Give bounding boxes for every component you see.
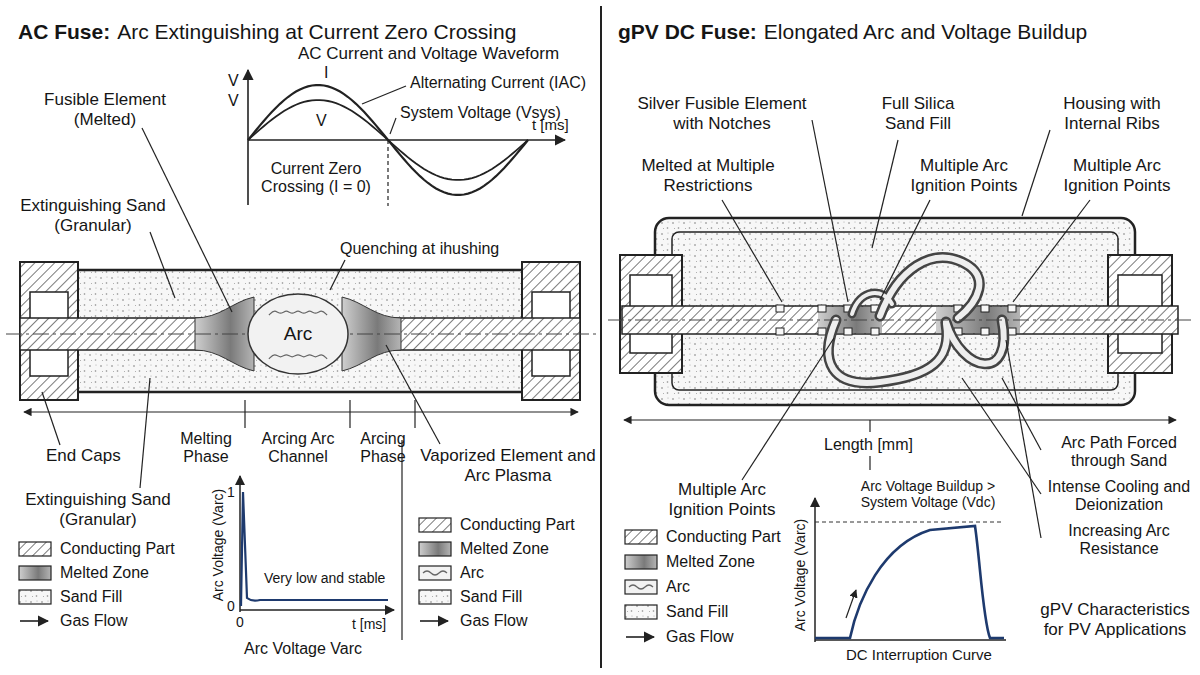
label: Alternating Current (IAC): [410, 74, 586, 92]
label: gPV DC Fuse:: [618, 20, 757, 44]
legend-swatch: [418, 564, 452, 582]
label: 0: [236, 614, 244, 630]
legend-swatch: [418, 588, 452, 606]
label: t [ms]: [352, 616, 386, 632]
legend-text: Arc: [666, 578, 690, 596]
legend-text: Gas Flow: [666, 628, 734, 646]
legend-swatch: [624, 578, 658, 596]
leader-lines: [24, 128, 578, 488]
label: Vaporized Element and Arc Plasma: [420, 446, 596, 485]
legend-entry: Sand Fill: [418, 588, 522, 606]
legend-entry: Conducting Part: [18, 540, 175, 558]
label: AC Current and Voltage Waveform: [298, 44, 559, 64]
label: Fusible Element (Melted): [30, 90, 180, 129]
legend-entry: Conducting Part: [418, 516, 575, 534]
label: Arc Voltage (Varc): [210, 489, 226, 602]
label: V: [316, 112, 327, 130]
legend-text: Sand Fill: [666, 603, 728, 621]
label: gPV Characteristics for PV Applications: [1036, 600, 1194, 639]
label: Melted at Multiple Restrictions: [618, 156, 798, 195]
legend-swatch: [624, 603, 658, 621]
legend-text: Conducting Part: [460, 516, 575, 534]
legend-swatch: [418, 612, 452, 630]
legend-swatch: [624, 528, 658, 546]
label: Multiple Arc Ignition Points: [898, 156, 1030, 195]
legend-entry: Gas Flow: [624, 628, 734, 646]
label: Melting Phase: [168, 430, 244, 467]
legend-text: Arc: [460, 564, 484, 582]
legend-text: Conducting Part: [60, 540, 175, 558]
label: Elongated Arc and Voltage Buildup: [764, 20, 1087, 44]
label: Arc Path Forced through Sand: [1046, 434, 1192, 471]
legend-swatch: [18, 564, 52, 582]
label: V: [228, 72, 239, 90]
legend-entry: Sand Fill: [18, 588, 122, 606]
legend-swatch: [418, 540, 452, 558]
label: Arc Extinguishing at Current Zero Crossi…: [117, 20, 516, 44]
panel-divider: [600, 6, 602, 668]
gpv-fuse: [608, 218, 1192, 405]
label: I: [324, 64, 328, 82]
legend-swatch: [18, 588, 52, 606]
legend-text: Gas Flow: [460, 612, 528, 630]
legend-entry: Arc: [418, 564, 484, 582]
legend-entry: Conducting Part: [624, 528, 781, 546]
label: Multiple Arc Ignition Points: [656, 480, 788, 519]
legend-text: Melted Zone: [666, 553, 755, 571]
legend-text: Sand Fill: [460, 588, 522, 606]
legend-entry: Arc: [624, 578, 690, 596]
legend-entry: Sand Fill: [624, 603, 728, 621]
label: Arcing Arc Channel: [248, 430, 348, 467]
label: Full Silica Sand Fill: [866, 94, 970, 133]
legend-entry: Gas Flow: [418, 612, 528, 630]
label: Arcing Phase: [352, 430, 414, 467]
legend-text: Sand Fill: [60, 588, 122, 606]
label: Quenching at ihushing: [340, 240, 499, 258]
label: Arc Voltage Varc: [244, 640, 362, 658]
node-label: Arc: [281, 323, 316, 345]
label: DC Interruption Curve: [846, 646, 992, 663]
label: AC Fuse:: [18, 20, 110, 44]
legend-swatch: [18, 612, 52, 630]
legend-entry: Melted Zone: [18, 564, 149, 582]
label: Multiple Arc Ignition Points: [1050, 156, 1184, 195]
label: Arc Voltage Buildup > System Voltage (Vd…: [848, 478, 1008, 510]
label: 0: [227, 598, 235, 614]
label: Silver Fusible Element with Notches: [626, 94, 818, 133]
label: End Caps: [46, 446, 121, 466]
dc-interruption-chart: [815, 498, 1006, 642]
legend-text: Gas Flow: [60, 612, 128, 630]
label: Increasing Arc Resistance: [1046, 522, 1192, 559]
legend-entry: Gas Flow: [18, 612, 128, 630]
legend-entry: Melted Zone: [624, 553, 755, 571]
legend-swatch: [624, 553, 658, 571]
label: Housing with Internal Ribs: [1044, 94, 1180, 133]
label: Intense Cooling and Deionization: [1046, 478, 1192, 515]
label: 1: [227, 484, 235, 500]
ac-fuse: [6, 262, 596, 400]
label: Extinguishing Sand (Granular): [18, 196, 168, 235]
legend-text: Conducting Part: [666, 528, 781, 546]
legend-entry: Melted Zone: [418, 540, 549, 558]
legend-text: Melted Zone: [60, 564, 149, 582]
label: Very low and stable: [264, 570, 385, 586]
legend-text: Melted Zone: [460, 540, 549, 558]
label: Length [mm]: [824, 436, 913, 454]
label: V: [228, 92, 239, 110]
label: Extinguishing Sand (Granular): [18, 490, 178, 529]
arc-voltage-chart: [240, 440, 402, 640]
legend-swatch: [18, 540, 52, 558]
label: Arc Voltage (Varc): [792, 519, 808, 632]
arc-region: Arc: [246, 292, 350, 376]
label: Current Zero Crossing (I = 0): [250, 160, 382, 197]
legend-swatch: [624, 628, 658, 646]
legend-swatch: [418, 516, 452, 534]
label: t [ms]: [532, 116, 569, 133]
